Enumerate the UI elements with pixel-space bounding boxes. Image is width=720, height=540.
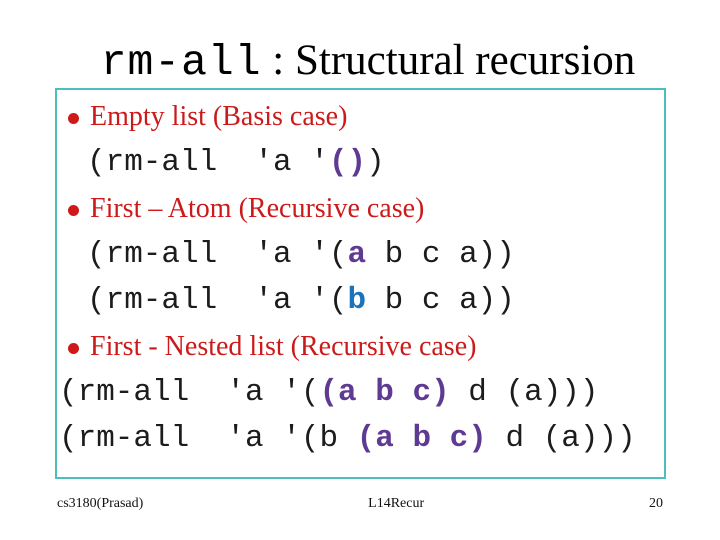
slide-footer: cs3180(Prasad) L14Recur 20 — [0, 496, 720, 512]
code-segment: (rm-all 'a ' — [87, 145, 329, 180]
heading-label: Empty list (Basis case) — [90, 101, 348, 132]
bullet-heading-first-nested-list: First - Nested list (Recursive case) — [57, 324, 664, 370]
title-text-part: : Structural recursion — [261, 37, 636, 84]
code-segment: a — [347, 237, 367, 272]
code-segment: d (a))) — [449, 375, 599, 410]
bullet-icon — [68, 112, 79, 124]
code-line: (rm-all 'a '(b (a b c) d (a))) — [57, 416, 664, 462]
code-segment: b c a)) — [366, 283, 515, 318]
code-segment: ) — [366, 145, 385, 180]
bullet-icon — [68, 204, 79, 216]
code-segment: () — [328, 145, 367, 180]
bullet-icon — [68, 342, 79, 354]
code-segment: (rm-all 'a '( — [87, 237, 348, 272]
code-segment: b c a)) — [366, 237, 515, 272]
code-segment: (rm-all 'a '(b — [59, 421, 357, 456]
code-line: (rm-all 'a '(b b c a)) — [57, 278, 664, 324]
footer-page-number: 20 — [648, 496, 663, 511]
code-line: (rm-all 'a '((a b c) d (a))) — [57, 370, 664, 416]
footer-lecture: L14Recur — [368, 496, 425, 511]
code-line: (rm-all 'a '(a b c a)) — [57, 232, 664, 278]
code-segment: (a b c) — [319, 375, 450, 410]
content-box: Empty list (Basis case) (rm-all 'a '()) … — [55, 88, 666, 479]
code-segment: (a b c) — [356, 421, 487, 456]
code-segment: b — [347, 283, 367, 318]
code-line: (rm-all 'a '()) — [57, 140, 664, 186]
bullet-heading-empty-list: Empty list (Basis case) — [57, 94, 664, 140]
page-title: rm-all : Structural recursion — [0, 18, 720, 110]
code-segment: (rm-all 'a '( — [59, 375, 320, 410]
title-underlined: rm-all : Structural recursion — [96, 36, 640, 92]
code-segment: d (a))) — [486, 421, 636, 456]
heading-label: First – Atom (Recursive case) — [90, 193, 425, 224]
code-segment: (rm-all 'a '( — [87, 283, 348, 318]
footer-course: cs3180(Prasad) — [57, 496, 144, 511]
title-code-part: rm-all — [100, 38, 262, 87]
heading-label: First - Nested list (Recursive case) — [90, 331, 477, 362]
bullet-heading-first-atom: First – Atom (Recursive case) — [57, 186, 664, 232]
